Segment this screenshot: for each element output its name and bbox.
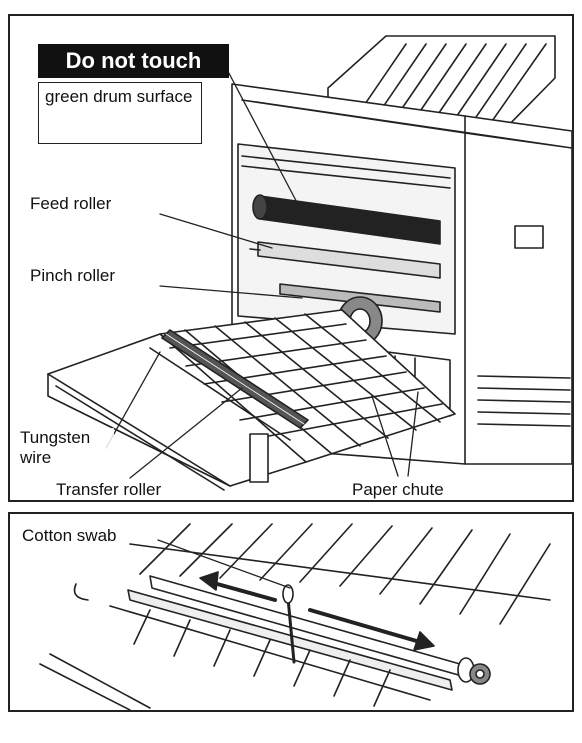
- do-not-touch-heading: Do not touch: [38, 44, 229, 78]
- cleaning-detail-panel: Cotton swab: [8, 512, 574, 712]
- green-drum-note: green drum surface: [38, 82, 202, 144]
- feed-roller-label: Feed roller: [28, 194, 113, 214]
- cotton-swab-leader: [158, 540, 290, 588]
- printer-overview-panel: Do not touch green drum surface Feed rol…: [8, 14, 574, 502]
- cotton-swab-label: Cotton swab: [20, 526, 119, 546]
- transfer-roller-label: Transfer roller: [54, 480, 163, 500]
- tungsten-wire-label: Tungsten wire: [18, 428, 114, 468]
- paper-chute-label: Paper chute: [350, 480, 446, 500]
- lower-slats: [40, 610, 390, 710]
- pinch-roller-label: Pinch roller: [28, 266, 117, 286]
